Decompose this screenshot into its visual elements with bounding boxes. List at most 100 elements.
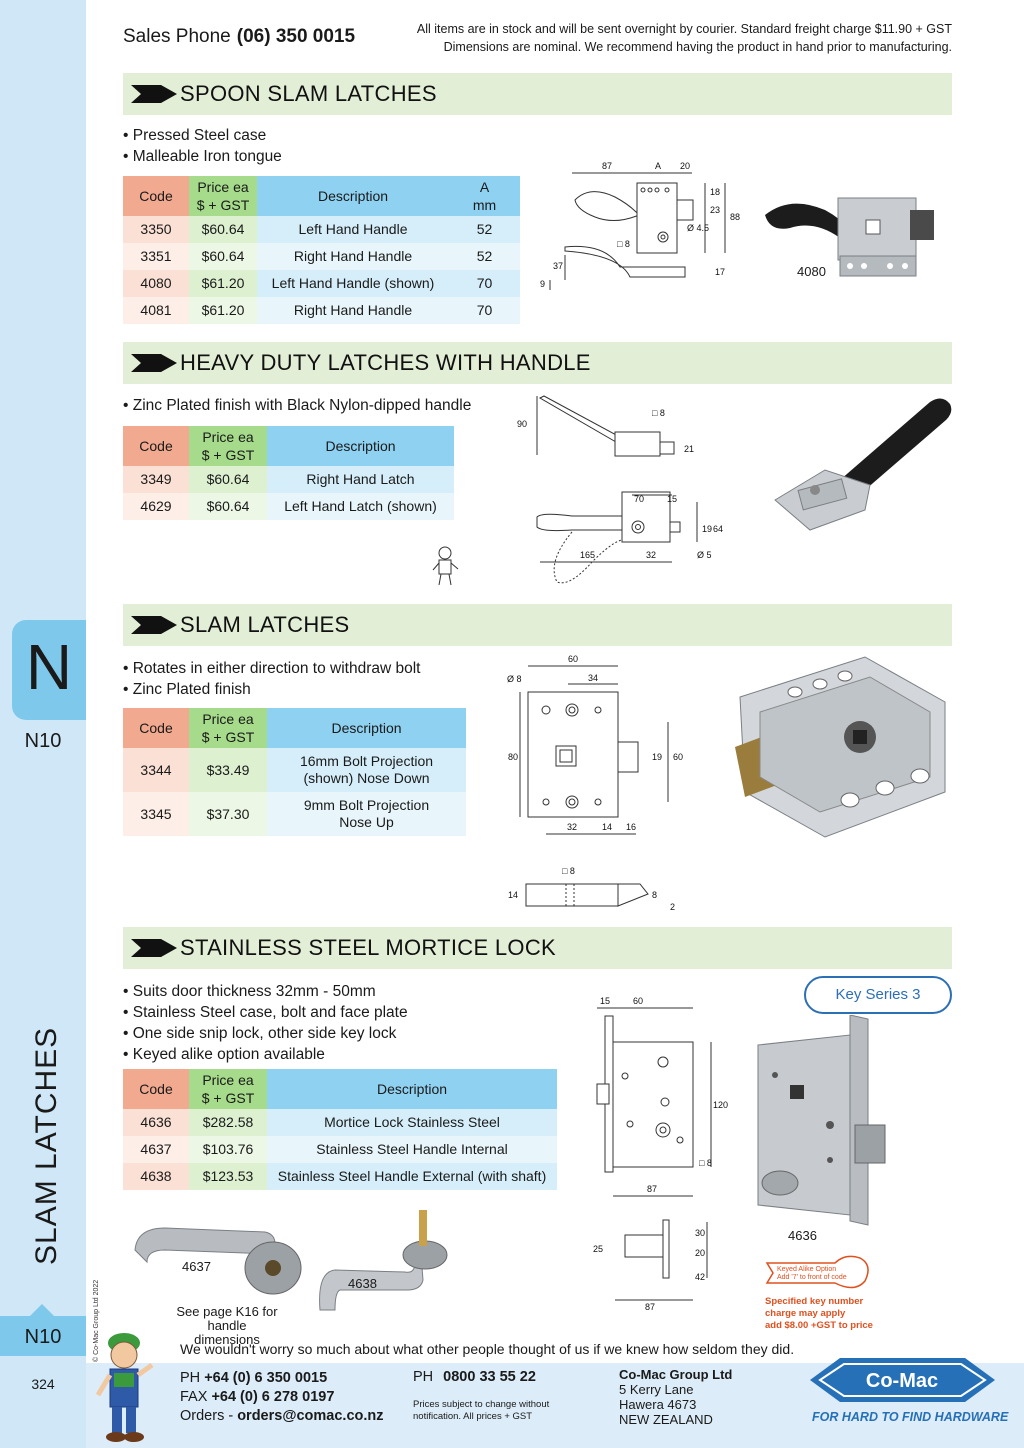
- col-price-line2: $ + GST: [201, 729, 255, 745]
- see-page-note[interactable]: See page K16 for handle dimensions: [157, 1305, 297, 1347]
- spoon-latch-drawing: 87 A 20 18 23 88 Ø 4.5 □ 8 37 9 17: [540, 161, 740, 290]
- section-tab[interactable]: [12, 620, 86, 720]
- mascot-icon: [95, 1333, 154, 1442]
- keyed-note-line: Specified key number: [765, 1296, 864, 1307]
- col-price: Price ea$ + GST: [189, 176, 257, 216]
- dim-label: 17: [715, 267, 725, 277]
- dim-label: 70: [634, 494, 644, 504]
- section-header-spoon: SPOON SLAM LATCHES: [123, 73, 952, 115]
- table-row[interactable]: 4629 $60.64 Left Hand Latch (shown): [123, 493, 454, 520]
- cell-description: Left Hand Latch (shown): [267, 493, 454, 520]
- slam-latch-drawing: 60 Ø 8 34 80 19 60 32 14 16 □ 8 14 8 2: [507, 654, 683, 912]
- cell-price: $60.64: [189, 243, 257, 270]
- price-table-heavy: Code Price ea$ + GST Description 3349 $6…: [123, 426, 454, 520]
- cell-price: $60.64: [189, 493, 267, 520]
- handle-caption: 4638: [348, 1276, 377, 1291]
- table-row[interactable]: 3350 $60.64 Left Hand Handle 52: [123, 216, 520, 243]
- table-row[interactable]: 4081 $61.20 Right Hand Handle 70: [123, 297, 520, 324]
- dim-label: 32: [567, 822, 577, 832]
- feature-list: • Rotates in either direction to withdra…: [123, 658, 421, 700]
- price-disclaimer: Prices subject to change without notific…: [413, 1399, 573, 1423]
- cell-code: 3344: [123, 748, 189, 792]
- table-header-row: Code Price ea$ + GST Description: [123, 1069, 557, 1109]
- table-row[interactable]: 4638 $123.53 Stainless Steel Handle Exte…: [123, 1163, 557, 1190]
- dim-label: 60: [673, 752, 683, 762]
- dim-label: Ø 4.5: [687, 223, 709, 233]
- key-tag-icon: Keyed Alike Option Add '7' to front of c…: [765, 1255, 869, 1289]
- phone-number[interactable]: +64 (0) 6 350 0015: [204, 1370, 328, 1386]
- col-price-line1: Price ea: [202, 711, 254, 727]
- col-price-line1: Price ea: [197, 179, 249, 195]
- dim-label: 19: [702, 524, 712, 534]
- dim-label: 60: [633, 996, 643, 1006]
- cell-code: 3350: [123, 216, 189, 243]
- keyed-note-line: charge may apply: [765, 1308, 846, 1319]
- dim-label: 37: [553, 261, 563, 271]
- dim-label: 8: [652, 890, 657, 900]
- col-description: Description: [257, 176, 449, 216]
- feature-list: • Zinc Plated finish with Black Nylon-di…: [123, 395, 471, 416]
- table-row[interactable]: 4637 $103.76 Stainless Steel Handle Inte…: [123, 1136, 557, 1163]
- orders-email[interactable]: orders@comac.co.nz: [237, 1408, 384, 1424]
- feature-item: • Pressed Steel case: [123, 127, 267, 144]
- table-row[interactable]: 4636 $282.58 Mortice Lock Stainless Stee…: [123, 1109, 557, 1136]
- cell-description: Right Hand Handle: [257, 243, 449, 270]
- cell-description: Right Hand Latch: [267, 466, 454, 493]
- description-line: 16mm Bolt Projection: [299, 753, 434, 769]
- table-row[interactable]: 3344 $33.49 16mm Bolt Projection(shown) …: [123, 748, 466, 792]
- dim-label: 21: [684, 444, 694, 454]
- disclaimer-line: notification. All prices + GST: [413, 1411, 533, 1422]
- dim-label: 64: [713, 524, 723, 534]
- key-series-badge[interactable]: Key Series 3: [804, 976, 952, 1014]
- dim-label: 60: [568, 654, 578, 664]
- phone-label: PH: [180, 1370, 201, 1386]
- fax-label: FAX: [180, 1389, 208, 1405]
- table-row[interactable]: 3351 $60.64 Right Hand Handle 52: [123, 243, 520, 270]
- feature-item: • Suits door thickness 32mm - 50mm: [123, 983, 376, 1000]
- feature-item: • Keyed alike option available: [123, 1046, 325, 1063]
- description-line: 9mm Bolt Projection: [303, 797, 430, 813]
- keyed-note-line: add $8.00 +GST to price: [765, 1320, 873, 1331]
- company-address: Co-Mac Group Ltd 5 Kerry Lane Hawera 467…: [619, 1367, 732, 1427]
- dim-label: 14: [602, 822, 612, 832]
- cell-code: 4629: [123, 493, 189, 520]
- dim-label: 2: [670, 902, 675, 912]
- cell-price: $37.30: [189, 792, 267, 836]
- dim-label: Ø 5: [697, 550, 712, 560]
- dim-label: 42: [695, 1272, 705, 1282]
- cell-a: 52: [449, 216, 520, 243]
- table-header-row: Code Price ea$ + GST Description: [123, 708, 466, 748]
- cell-code: 4637: [123, 1136, 189, 1163]
- dim-label: □ 8: [699, 1158, 712, 1168]
- description-line: Nose Up: [339, 814, 394, 830]
- comac-logo[interactable]: Co-Mac: [810, 1350, 995, 1410]
- footer-contact: PH +64 (0) 6 350 0015 FAX +64 (0) 6 278 …: [180, 1369, 384, 1426]
- table-row[interactable]: 4080 $61.20 Left Hand Handle (shown) 70: [123, 270, 520, 297]
- col-price: Price ea$ + GST: [189, 1069, 267, 1109]
- bottom-section-code: N10: [24, 1326, 62, 1348]
- fax-row: FAX +64 (0) 6 278 0197: [180, 1388, 384, 1407]
- col-price: Price ea $ + GST: [189, 708, 267, 748]
- arrow-icon: [131, 616, 177, 634]
- col-description: Description: [267, 426, 454, 466]
- phone-row: PH +64 (0) 6 350 0015: [180, 1369, 384, 1388]
- cell-price: $61.20: [189, 297, 257, 324]
- price-table-slam: Code Price ea$ + GST Description 3344 $3…: [123, 708, 466, 836]
- cell-price: $103.76: [189, 1136, 267, 1163]
- heavy-latch-photo: [774, 398, 952, 531]
- table-row[interactable]: 3349 $60.64 Right Hand Latch: [123, 466, 454, 493]
- sidebar-title: SLAM LATCHES: [30, 1026, 63, 1265]
- header-note: All items are in stock and will be sent …: [380, 20, 952, 56]
- section-letter: N: [25, 631, 73, 703]
- feature-item: • Rotates in either direction to withdra…: [123, 660, 421, 677]
- keyed-tag-line: Keyed Alike Option: [777, 1266, 836, 1273]
- feature-item: • Malleable Iron tongue: [123, 148, 282, 165]
- cell-a: 70: [449, 270, 520, 297]
- sales-phone-number[interactable]: (06) 350 0015: [236, 26, 356, 47]
- freephone-number[interactable]: 0800 33 55 22: [443, 1369, 536, 1385]
